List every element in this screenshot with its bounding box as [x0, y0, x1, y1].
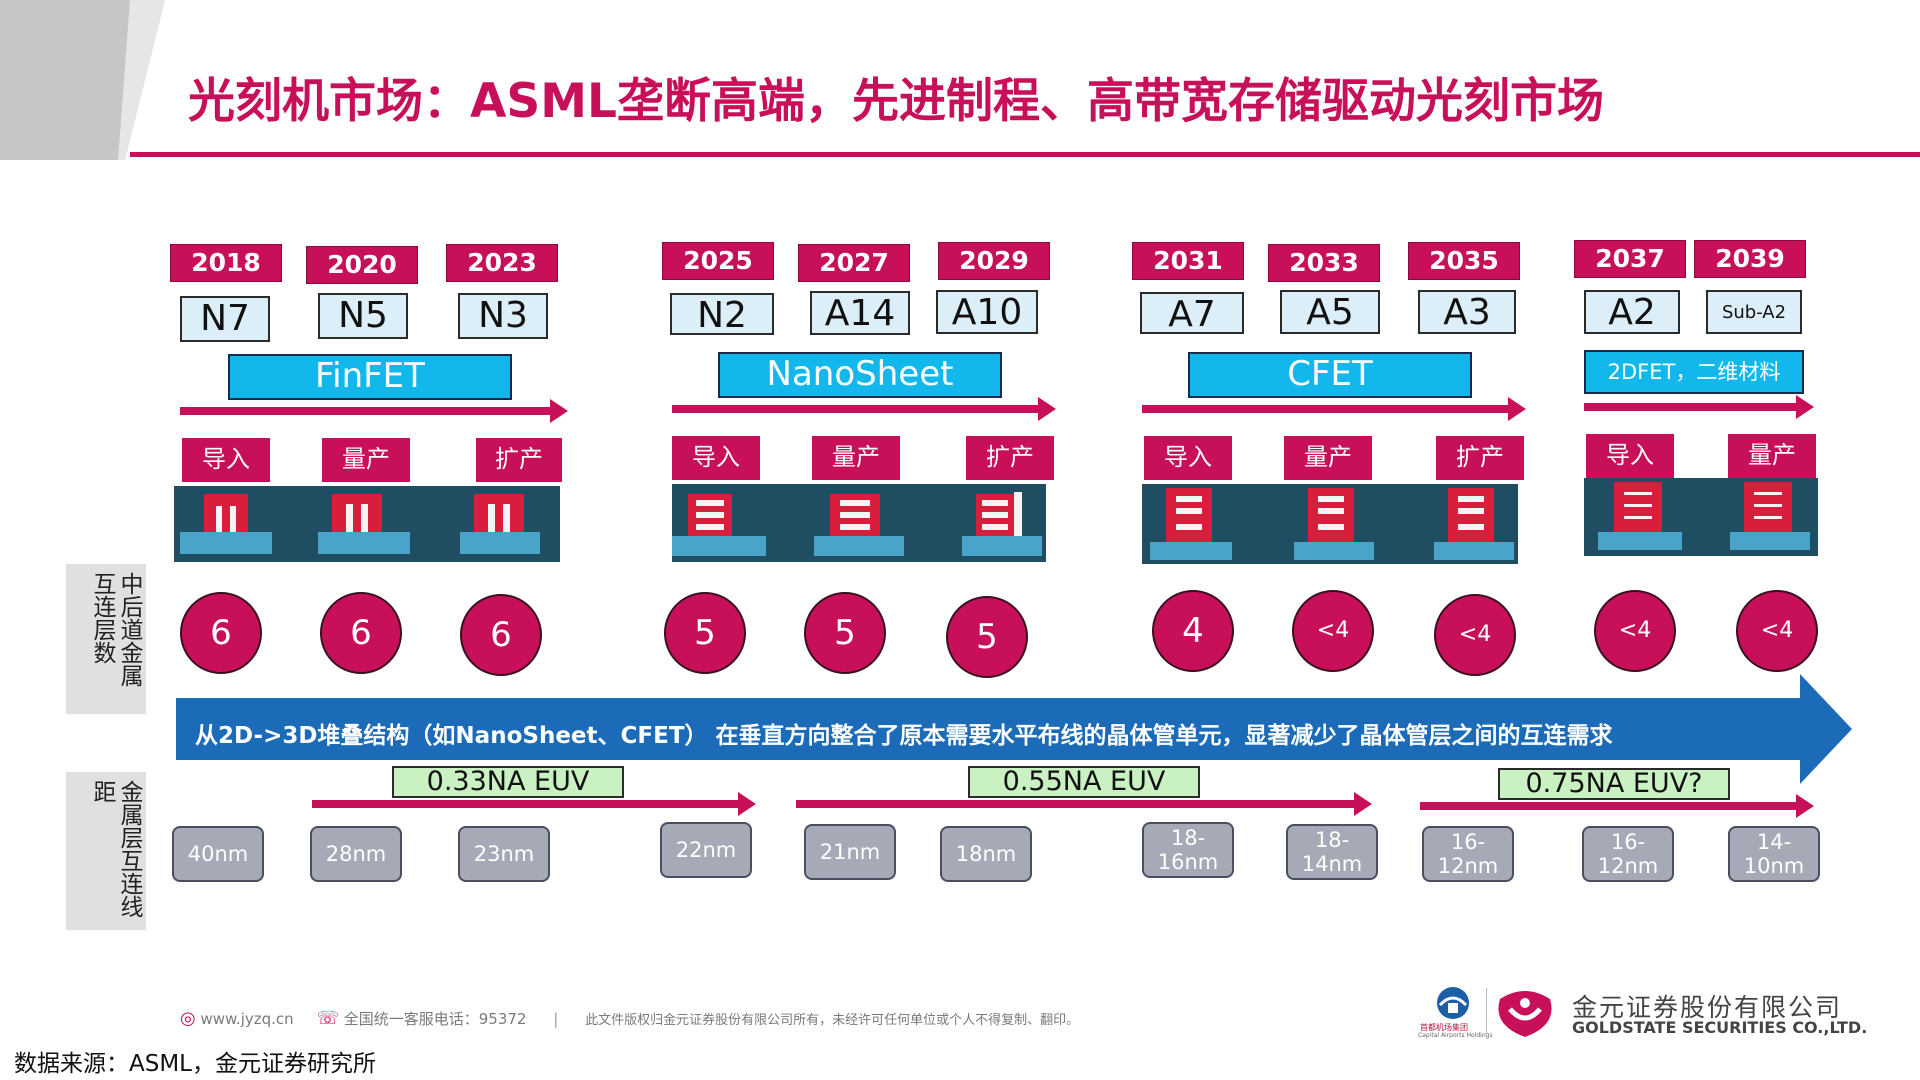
company-name-cn: 金元证券股份有限公司: [1572, 993, 1843, 1022]
process-node-box: A10: [936, 290, 1038, 334]
metal-layer-count: 5: [804, 592, 886, 674]
phone-icon: ☏: [316, 1008, 339, 1029]
euv-0.75na: 0.75NA EUV?: [1498, 768, 1730, 800]
footer-divider: |: [553, 1010, 559, 1028]
year-box: 2027: [798, 244, 910, 282]
year-box: 2020: [306, 246, 418, 284]
arrow-caption: 从2D->3D堆叠结构（如NanoSheet、CFET） 在垂直方向整合了原本需…: [195, 723, 1613, 749]
process-node-box: N7: [180, 296, 270, 342]
metal-pitch-value: 21nm: [804, 824, 896, 880]
process-node-box: N5: [318, 293, 408, 339]
stage-label: 量产: [1728, 434, 1816, 478]
year-box: 2035: [1408, 242, 1520, 280]
metal-layer-count: <4: [1292, 590, 1374, 672]
globe-icon: ◎: [180, 1008, 196, 1029]
metal-layer-count: 5: [946, 596, 1028, 678]
process-node-box: A5: [1280, 290, 1380, 334]
metal-pitch-label: 金属层互连线距: [66, 772, 146, 930]
year-box: 2039: [1694, 240, 1806, 278]
header-corner-decoration: [0, 0, 165, 160]
timeline-arrow: [180, 399, 568, 423]
year-box: 2037: [1574, 240, 1686, 278]
goldstate-logo: [1498, 991, 1552, 1037]
technology-2dfet: 2DFET，二维材料: [1584, 350, 1804, 394]
metal-layer-count: 6: [180, 592, 262, 674]
timeline-arrow: [672, 397, 1056, 421]
metal-pitch-value: 18-14nm: [1286, 824, 1378, 880]
2dfet-transistor-band: [1584, 478, 1818, 556]
stage-label: 量产: [1284, 436, 1372, 480]
data-source: 数据来源：ASML，金元证券研究所: [14, 1051, 376, 1077]
logo-divider: [1486, 988, 1487, 1038]
year-box: 2025: [662, 242, 774, 280]
metal-layer-count: 4: [1152, 590, 1234, 672]
pitch-timeline-arrow: [796, 792, 1372, 816]
stage-label: 导入: [1144, 436, 1232, 480]
page-title: 光刻机市场：ASML垄断高端，先进制程、高带宽存储驱动光刻市场: [188, 74, 1604, 129]
stage-label: 导入: [182, 438, 270, 482]
website-text: www.jyzq.cn: [200, 1010, 294, 1028]
metal-layer-count: 5: [664, 592, 746, 674]
process-node-box: A2: [1584, 290, 1680, 334]
metal-layer-count: <4: [1434, 594, 1516, 676]
pitch-timeline-arrow: [1420, 794, 1814, 818]
metal-layer-count: <4: [1736, 590, 1818, 672]
process-node-box: A14: [810, 291, 910, 335]
process-node-box: N2: [670, 293, 774, 336]
metal-layer-count: <4: [1594, 590, 1676, 672]
process-node-box: N3: [458, 293, 548, 339]
metal-pitch-value: 23nm: [458, 826, 550, 882]
stage-label: 导入: [672, 436, 760, 480]
technology-nanosheet: NanoSheet: [718, 352, 1002, 398]
stage-label: 扩产: [476, 438, 562, 482]
stage-label: 扩产: [966, 436, 1054, 480]
cfet-transistor-band: [1142, 484, 1518, 564]
metal-layer-count: 6: [460, 594, 542, 676]
finfet-transistor-band: [174, 486, 560, 562]
partner-name-cn: 首都机场集团: [1420, 1023, 1468, 1032]
partner-name-en: Capital Airports Holdings: [1418, 1032, 1493, 1039]
metal-pitch-value: 18nm: [940, 826, 1032, 882]
timeline-arrow: [1142, 397, 1526, 421]
year-box: 2018: [170, 244, 282, 282]
metal-pitch-value: 28nm: [310, 826, 402, 882]
process-node-box: Sub-A2: [1706, 290, 1802, 334]
euv-0.55na: 0.55NA EUV: [968, 766, 1200, 798]
year-box: 2023: [446, 244, 558, 282]
euv-0.33na: 0.33NA EUV: [392, 766, 624, 798]
company-name-en: GOLDSTATE SECURITIES CO.,LTD.: [1572, 1018, 1868, 1037]
footer-contact: ◎ www.jyzq.cn ☏ 全国统一客服电话：95372 | 此文件版权归金…: [180, 1008, 1079, 1029]
copyright-text: 此文件版权归金元证券股份有限公司所有，未经许可任何单位或个人不得复制、翻印。: [585, 1013, 1080, 1028]
title-underline: [130, 152, 1920, 157]
metal-pitch-value: 14-10nm: [1728, 826, 1820, 882]
stage-label: 扩产: [1436, 436, 1524, 480]
technology-cfet: CFET: [1188, 352, 1472, 398]
hotline-text: 全国统一客服电话：95372: [343, 1010, 527, 1028]
year-box: 2031: [1132, 242, 1244, 280]
process-node-box: A7: [1140, 292, 1244, 335]
2d-to-3d-arrow: [176, 674, 1852, 784]
timeline-arrow: [1584, 395, 1814, 419]
metal-pitch-value: 16-12nm: [1422, 826, 1514, 882]
technology-finfet: FinFET: [228, 354, 512, 400]
metal-layers-label: 中后道金属互连层数: [66, 564, 146, 714]
stage-label: 量产: [322, 438, 410, 482]
pitch-timeline-arrow: [312, 792, 756, 816]
process-node-box: A3: [1418, 290, 1516, 334]
metal-pitch-value: 16-12nm: [1582, 826, 1674, 882]
metal-pitch-value: 18-16nm: [1142, 822, 1234, 878]
partner-logo: [1437, 987, 1469, 1019]
year-box: 2033: [1268, 244, 1380, 282]
year-box: 2029: [938, 242, 1050, 280]
metal-pitch-value: 40nm: [172, 826, 264, 882]
stage-label: 量产: [812, 436, 900, 480]
nanosheet-transistor-band: [672, 484, 1046, 562]
metal-layer-count: 6: [320, 592, 402, 674]
metal-pitch-value: 22nm: [660, 822, 752, 878]
stage-label: 导入: [1586, 434, 1674, 478]
